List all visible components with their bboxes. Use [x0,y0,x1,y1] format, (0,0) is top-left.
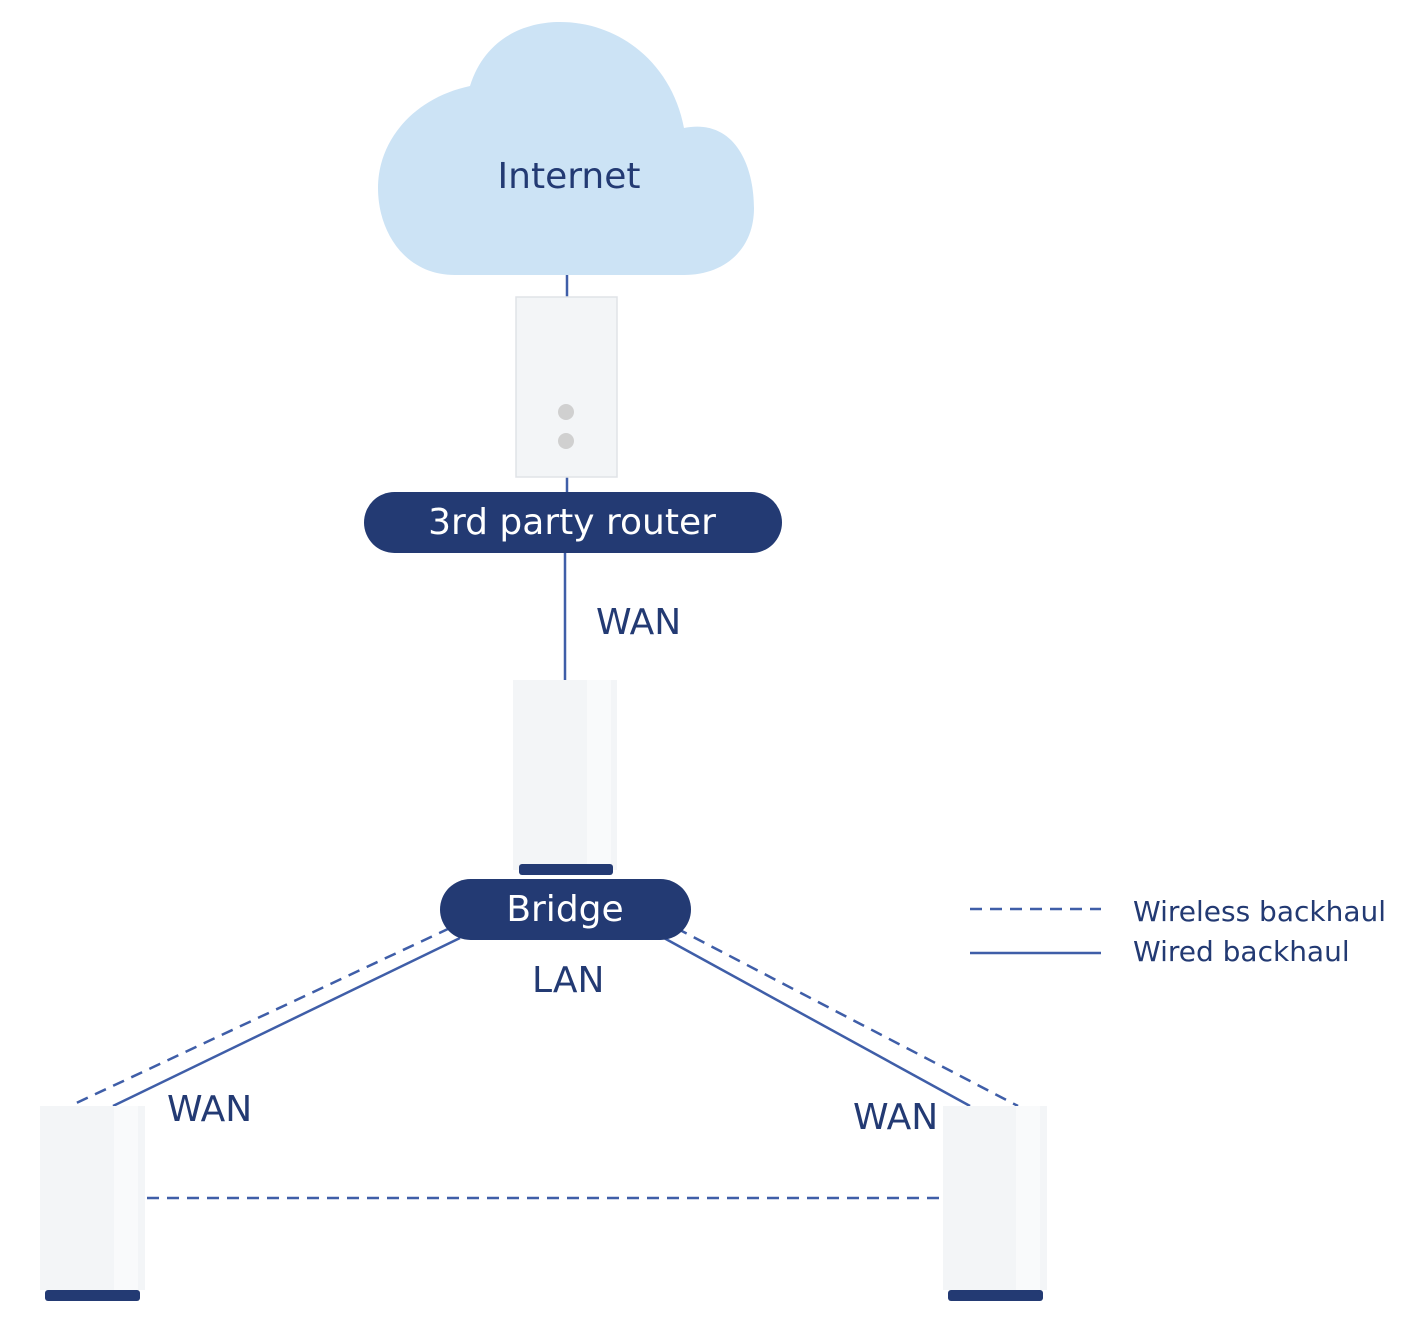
cloud-label: Internet [498,156,641,197]
left-node-stripe [114,1106,138,1290]
internet-cloud: Internet [378,22,754,275]
main-mesh-node [513,680,617,875]
bridge-to-right-wired-line [663,936,971,1108]
router-pill: 3rd party router [364,492,782,553]
right-node-base [948,1290,1043,1301]
bridge-to-left-wired-line [112,936,461,1108]
router-label: 3rd party router [428,502,716,543]
lan-label: LAN [532,960,604,1001]
modem-device [515,296,618,478]
modem-indicator-dot [558,404,574,420]
router-pill-bg [364,492,782,553]
left-node-base [45,1290,140,1301]
bridge-label: Bridge [506,889,623,930]
main-node-stripe [587,680,611,870]
legend-wireless-label: Wireless backhaul [1133,895,1386,928]
bridge-to-right-wireless-line [675,926,1019,1108]
modem-indicator-dot [558,433,574,449]
main-node-base [519,864,613,875]
bridge-pill: Bridge [440,879,691,940]
wan-label-left: WAN [167,1089,252,1130]
wan-label-right: WAN [853,1097,938,1138]
right-node-stripe [1016,1106,1040,1290]
wan-label-router: WAN [596,602,681,643]
bridge-pill-bg [440,879,691,940]
legend-wired-label: Wired backhaul [1133,935,1350,968]
left-mesh-node [40,1106,145,1301]
right-mesh-node [943,1106,1047,1301]
modem-body [515,296,618,478]
bridge-to-left-wireless-line [69,926,451,1108]
legend: Wireless backhaul Wired backhaul [970,895,1386,968]
cloud-icon [378,22,754,275]
